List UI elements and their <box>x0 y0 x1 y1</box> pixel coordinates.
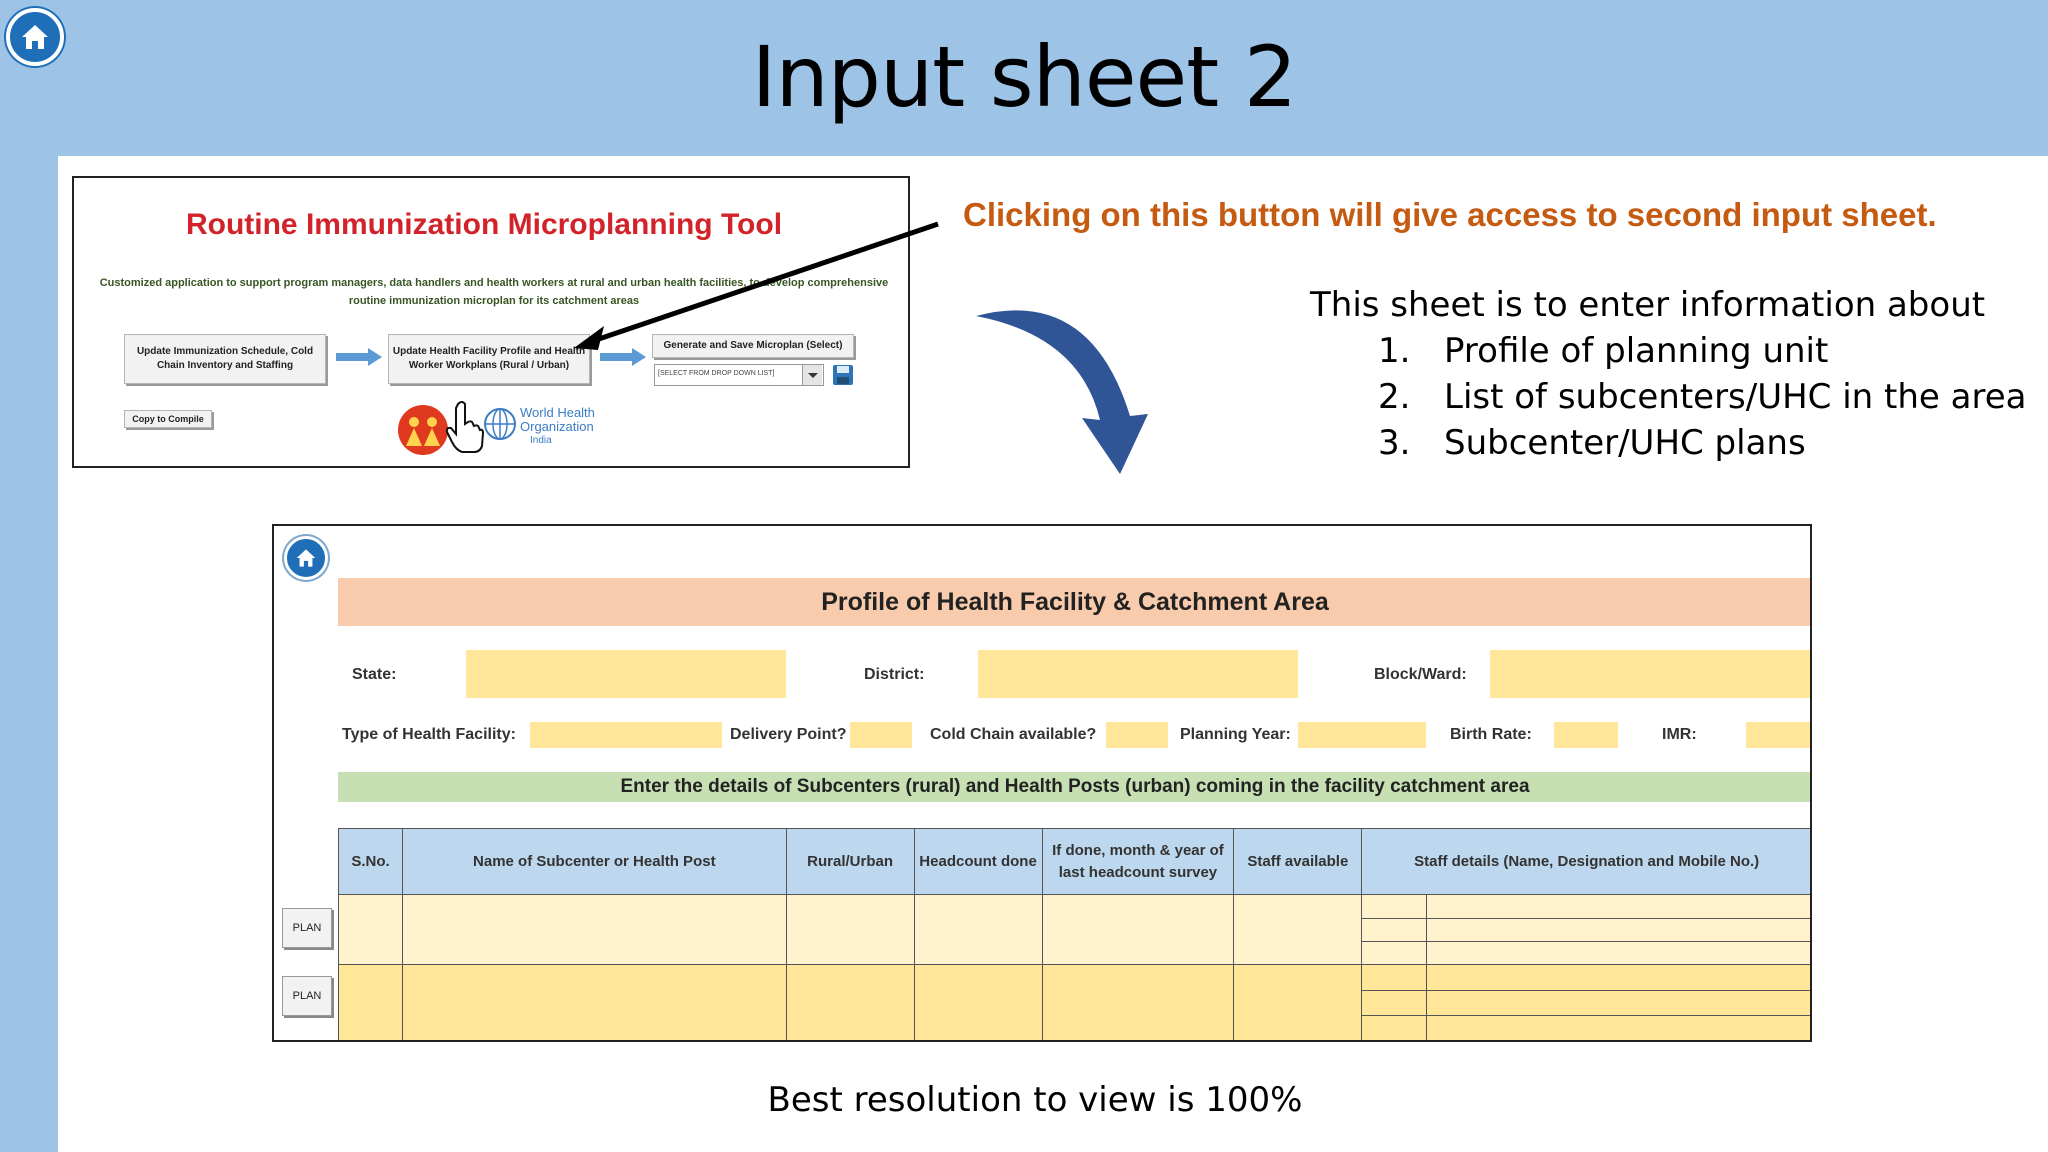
update-profile-button[interactable]: Update Health Facility Profile and Healt… <box>388 334 590 384</box>
list-item: 1.Profile of planning unit <box>1378 331 1829 371</box>
home-icon <box>296 549 316 567</box>
birth-rate-input[interactable] <box>1554 722 1618 748</box>
cold-chain-input[interactable] <box>1106 722 1168 748</box>
form-home-button[interactable] <box>284 536 328 580</box>
rural-urban-cell[interactable] <box>785 894 915 965</box>
save-icon[interactable] <box>832 364 854 386</box>
district-label: District: <box>864 666 925 683</box>
form-header: Profile of Health Facility & Catchment A… <box>338 578 1810 626</box>
flow-arrow-icon <box>336 348 382 366</box>
who-name-line1: World Health <box>520 405 595 420</box>
facility-type-label: Type of Health Facility: <box>342 726 516 743</box>
staff-details-cell[interactable] <box>1361 894 1810 965</box>
staff-details-cell[interactable] <box>1361 964 1810 1040</box>
flow-arrow-icon <box>600 348 646 366</box>
rural-urban-cell[interactable] <box>785 964 915 1040</box>
table-row <box>338 894 1810 965</box>
staff-available-cell[interactable] <box>1233 964 1363 1040</box>
column-header-name: Name of Subcenter or Health Post <box>401 828 787 895</box>
district-input[interactable] <box>978 650 1298 698</box>
delivery-point-label: Delivery Point? <box>730 726 847 743</box>
column-header-headcount: Headcount done <box>913 828 1043 895</box>
callout-text: Clicking on this button will give access… <box>963 196 1937 233</box>
column-header-staff-available: Staff available <box>1233 828 1363 895</box>
staff-available-cell[interactable] <box>1233 894 1363 965</box>
chevron-down-icon[interactable] <box>802 365 822 385</box>
generate-microplan-button[interactable]: Generate and Save Microplan (Select) <box>652 334 854 358</box>
curved-arrow-icon <box>976 310 1148 474</box>
state-label: State: <box>352 666 397 683</box>
facility-type-input[interactable] <box>530 722 722 748</box>
hand-pointer-icon <box>445 401 484 453</box>
who-country: India <box>530 435 552 446</box>
microplan-select-dropdown[interactable]: [SELECT FROM DROP DOWN LIST] <box>654 364 824 386</box>
tool-title: Routine Immunization Microplanning Tool <box>185 208 783 241</box>
sno-cell[interactable] <box>338 894 403 965</box>
sno-cell[interactable] <box>338 964 403 1040</box>
list-item: 2.List of subcenters/UHC in the area <box>1378 377 2027 417</box>
table-row <box>338 964 1810 1040</box>
column-header-staff-details: Staff details (Name, Designation and Mob… <box>1361 828 1810 895</box>
imr-label: IMR: <box>1662 726 1697 743</box>
info-intro: This sheet is to enter information about <box>1310 285 1986 325</box>
subcenters-banner: Enter the details of Subcenters (rural) … <box>338 772 1810 802</box>
footer-note: Best resolution to view is 100% <box>767 1080 1303 1120</box>
delivery-point-input[interactable] <box>850 722 912 748</box>
last-survey-cell[interactable] <box>1041 964 1235 1040</box>
birth-rate-label: Birth Rate: <box>1450 726 1532 743</box>
headcount-cell[interactable] <box>913 964 1043 1040</box>
pointer-arrow-icon <box>574 221 939 350</box>
name-cell[interactable] <box>401 964 787 1040</box>
planning-year-label: Planning Year: <box>1180 726 1291 743</box>
who-emblem-icon <box>484 408 516 440</box>
copy-to-compile-button[interactable]: Copy to Compile <box>124 410 212 428</box>
subcenter-table: S.No. Name of Subcenter or Health Post R… <box>338 828 1810 1040</box>
info-list: 1.Profile of planning unit 2.List of sub… <box>1378 328 2026 466</box>
who-logo-text: World Health Organization India <box>520 406 595 448</box>
column-header-rural-urban: Rural/Urban <box>785 828 915 895</box>
imr-input[interactable] <box>1746 722 1810 748</box>
last-survey-cell[interactable] <box>1041 894 1235 965</box>
update-schedule-button[interactable]: Update Immunization Schedule, Cold Chain… <box>124 334 326 384</box>
nhm-logo-icon <box>398 405 448 455</box>
home-button[interactable] <box>6 8 64 66</box>
plan-button[interactable]: PLAN <box>282 976 332 1016</box>
column-header-last-survey: If done, month & year of last headcount … <box>1041 828 1235 895</box>
list-item: 3.Subcenter/UHC plans <box>1378 423 1806 463</box>
form-screenshot: Profile of Health Facility & Catchment A… <box>272 524 1812 1042</box>
block-ward-input[interactable] <box>1490 650 1810 698</box>
headcount-cell[interactable] <box>913 894 1043 965</box>
home-icon <box>22 25 48 49</box>
block-ward-label: Block/Ward: <box>1374 666 1467 683</box>
who-name-line2: Organization <box>520 419 594 434</box>
slide-title: Input sheet 2 <box>751 28 1298 126</box>
column-header-sno: S.No. <box>338 828 403 895</box>
cold-chain-label: Cold Chain available? <box>930 726 1097 743</box>
tool-description: Customized application to support progra… <box>99 277 889 307</box>
state-input[interactable] <box>466 650 786 698</box>
table-header-row: S.No. Name of Subcenter or Health Post R… <box>338 828 1810 895</box>
info-text: This sheet is to enter information about… <box>1310 282 2026 466</box>
plan-button[interactable]: PLAN <box>282 908 332 948</box>
name-cell[interactable] <box>401 894 787 965</box>
tool-screenshot: Routine Immunization Microplanning Tool … <box>72 176 910 468</box>
planning-year-input[interactable] <box>1298 722 1426 748</box>
